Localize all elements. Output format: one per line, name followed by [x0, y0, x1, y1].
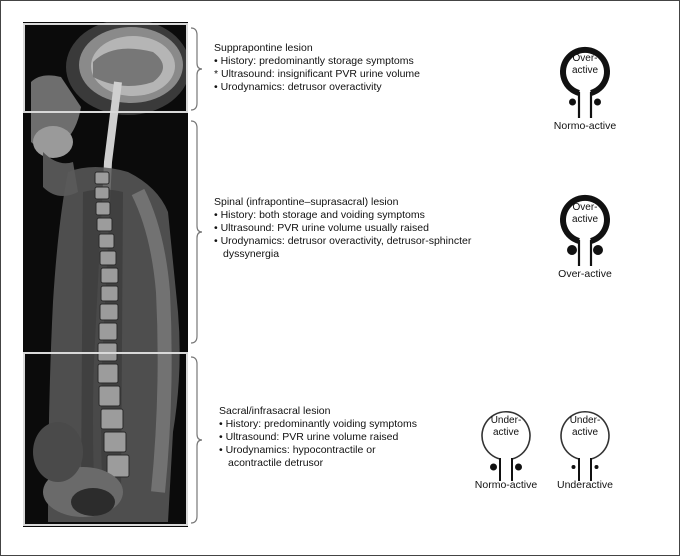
section-line: • History: predominantly voiding symptom…: [219, 418, 417, 431]
bladder-caption: Over-active: [545, 268, 625, 280]
section-line-continuation: acontractile detrusor: [219, 457, 417, 470]
section-sacral-text: Sacral/infrasacral lesion • History: pre…: [219, 405, 417, 470]
section-line: • History: both storage and voiding symp…: [214, 209, 471, 222]
bladder-label: Over-active: [565, 202, 605, 226]
section-spinal-text: Spinal (infrapontine–suprasacral) lesion…: [214, 196, 471, 261]
section-line: • Urodynamics: hypocontractile or: [219, 444, 417, 457]
section-line: • Urodynamics: detrusor overactivity: [214, 81, 420, 94]
section-title: Spinal (infrapontine–suprasacral) lesion: [214, 196, 471, 209]
bladder-icon: [560, 186, 610, 266]
section-title: Sacral/infrasacral lesion: [219, 405, 417, 418]
bladder-caption: Normo-active: [545, 120, 625, 132]
section-line: • Ultrasound: PVR urine volume usually r…: [214, 222, 471, 235]
bracket-sacral: [190, 356, 204, 524]
bladder-icon: [560, 38, 610, 118]
section-line: • Ultrasound: PVR urine volume raised: [219, 431, 417, 444]
bracket-supprapontine: [190, 27, 204, 111]
section-title: Supprapontine lesion: [214, 42, 420, 55]
bladder-icon: [560, 401, 610, 481]
bladder-caption: Underactive: [545, 479, 625, 491]
bladder-label: Under-active: [486, 415, 526, 439]
bladder-label: Over-active: [565, 53, 605, 77]
section-line-continuation: dyssynergia: [214, 248, 471, 261]
section-line: • Urodynamics: detrusor overactivity, de…: [214, 235, 471, 248]
section-supprapontine-text: Supprapontine lesion • History: predomin…: [214, 42, 420, 94]
section-line: • History: predominantly storage symptom…: [214, 55, 420, 68]
bladder-caption: Normo-active: [466, 479, 546, 491]
section-line: * Ultrasound: insignificant PVR urine vo…: [214, 68, 420, 81]
bladder-label: Under-active: [565, 415, 605, 439]
bracket-spinal: [190, 120, 204, 344]
mri-sagittal-spine-image: [23, 22, 188, 527]
bladder-icon: [481, 401, 531, 481]
